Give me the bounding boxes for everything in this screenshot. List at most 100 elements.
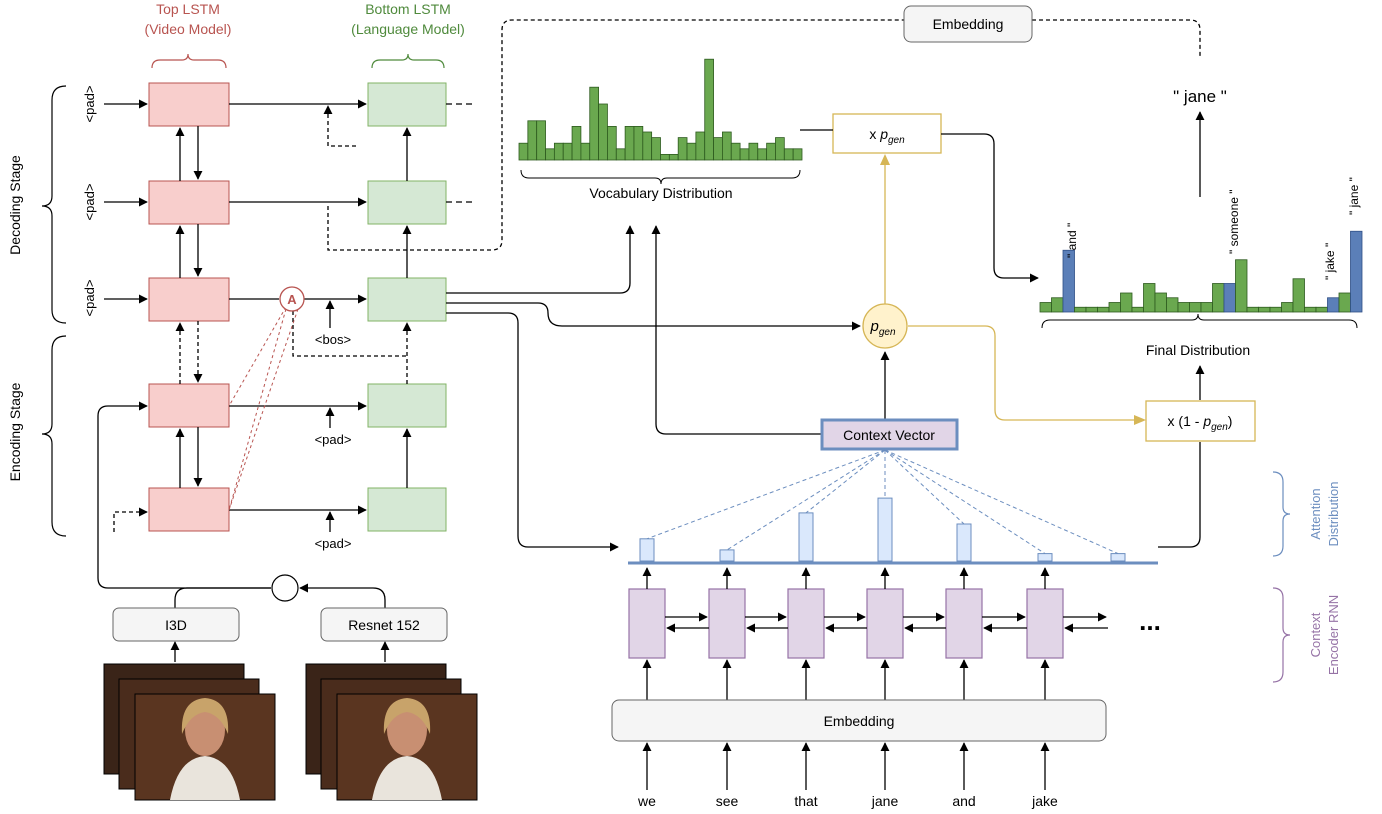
- final-bar: [1143, 283, 1156, 313]
- pgen-node-label: pgen: [869, 318, 895, 338]
- context-vector-label: Context Vector: [843, 427, 935, 443]
- final-bar: [1074, 306, 1087, 313]
- resnet-label: Resnet 152: [348, 617, 420, 633]
- final-bar: [1315, 306, 1328, 313]
- vocab-label: Vocabulary Distribution: [589, 185, 732, 201]
- lstm-connectors: [97, 19, 1201, 589]
- encoder-brace: [1272, 587, 1291, 683]
- pgen-inverse-box: [1145, 400, 1256, 442]
- attention-bar: [956, 523, 972, 562]
- final-bar: [1212, 283, 1225, 313]
- vocab-bar: [775, 137, 785, 161]
- final-bar: [1051, 297, 1064, 313]
- i3d-label: I3D: [165, 617, 187, 633]
- final-bars: [1039, 230, 1363, 313]
- vocab-bar: [783, 148, 794, 161]
- ellipsis: ...: [1139, 606, 1161, 636]
- pad-label-encode-2: <pad>: [315, 536, 352, 551]
- vocab-bar: [792, 148, 803, 161]
- pad-label-decode-2: <pad>: [82, 184, 97, 221]
- final-brace: [1041, 313, 1358, 329]
- final-bar: [1039, 302, 1052, 313]
- input-words: we see that jane and jake: [637, 793, 1058, 809]
- final-word-label: " jake ": [1323, 243, 1337, 280]
- final-bar: [1177, 302, 1190, 313]
- attention-node-label: A: [287, 292, 297, 307]
- vocab-bar: [677, 137, 688, 161]
- attention-weight-line: [726, 449, 886, 551]
- vocab-brace: [520, 169, 801, 185]
- vocab-bar: [739, 148, 750, 161]
- top-lstm-column: [148, 82, 230, 532]
- video-lstm-cell: [148, 487, 230, 532]
- input-word: that: [794, 793, 817, 809]
- vocab-bar: [695, 131, 706, 161]
- final-bar: [1189, 302, 1202, 313]
- attention-brace: [1272, 471, 1291, 557]
- final-label: Final Distribution: [1146, 342, 1250, 358]
- input-word: we: [637, 793, 656, 809]
- decoding-brace: [41, 85, 67, 324]
- encoding-brace: [41, 335, 67, 537]
- bos-label: <bos>: [315, 332, 351, 347]
- attention-weight-line: [805, 449, 886, 514]
- attention-bars: [639, 497, 1126, 562]
- final-bar: [1166, 297, 1179, 313]
- vocab-bar: [615, 148, 626, 161]
- language-lstm-cell: [367, 82, 447, 127]
- video-frames-right: [305, 663, 478, 801]
- final-bar: [1108, 302, 1121, 313]
- vocab-bar: [624, 126, 635, 161]
- input-word: and: [952, 793, 975, 809]
- final-bar-copied: [1062, 249, 1075, 313]
- vocab-bar: [757, 148, 768, 161]
- attention-lines: [228, 306, 299, 511]
- pad-label-encode-1: <pad>: [315, 432, 352, 447]
- encoder-cell: [945, 588, 983, 659]
- input-word: jake: [1031, 793, 1058, 809]
- attention-bar: [798, 512, 814, 562]
- input-word: jane: [871, 793, 899, 809]
- pgen-inverse-label: x (1 - pgen): [1168, 413, 1233, 433]
- pgen-node: [862, 303, 908, 349]
- attention-node: [279, 286, 305, 312]
- final-bar: [1292, 278, 1305, 313]
- embedding-top-label: Embedding: [933, 16, 1004, 32]
- encoder-cell: [708, 588, 746, 659]
- final-bar: [1097, 306, 1110, 313]
- vocab-bar: [730, 142, 741, 161]
- pad-label-decode-1: <pad>: [82, 86, 97, 123]
- language-lstm-cell: [367, 277, 447, 322]
- final-word-label: " someone ": [1227, 189, 1241, 254]
- encoder-label-1: Context: [1308, 612, 1323, 657]
- attention-bar: [1110, 553, 1126, 562]
- output-word: " jane ": [1173, 87, 1227, 106]
- vocab-bar: [607, 126, 617, 161]
- feature-combine-node: [271, 574, 299, 602]
- language-lstm-cell: [367, 487, 447, 532]
- final-bar: [1131, 306, 1144, 313]
- pad-label-decode-3: <pad>: [82, 280, 97, 317]
- pgen-multiply-label: x pgen: [869, 126, 905, 146]
- attention-bar: [719, 549, 735, 562]
- video-model-brace: [151, 53, 227, 69]
- embedding-top-box: [903, 5, 1033, 43]
- video-lstm-cell: [148, 180, 230, 225]
- video-frames-left: [103, 663, 276, 801]
- resnet-box: [320, 607, 448, 642]
- input-word: see: [716, 793, 739, 809]
- vocab-bar: [553, 142, 564, 161]
- vocab-bars: [518, 58, 803, 161]
- vocab-bar: [660, 153, 670, 161]
- video-model-subtitle: (Video Model): [145, 21, 232, 37]
- i3d-box: [112, 607, 240, 642]
- attention-weight-line: [884, 449, 965, 525]
- final-bar: [1235, 259, 1248, 313]
- encoding-stage-label: Encoding Stage: [7, 382, 23, 481]
- gold-arrowhead-right: [1134, 415, 1146, 425]
- final-word-labels: " and " " someone " " jake " " jane ": [1065, 177, 1361, 280]
- encoder-cell: [866, 588, 904, 659]
- final-bar: [1338, 292, 1351, 313]
- final-bar: [1281, 302, 1294, 313]
